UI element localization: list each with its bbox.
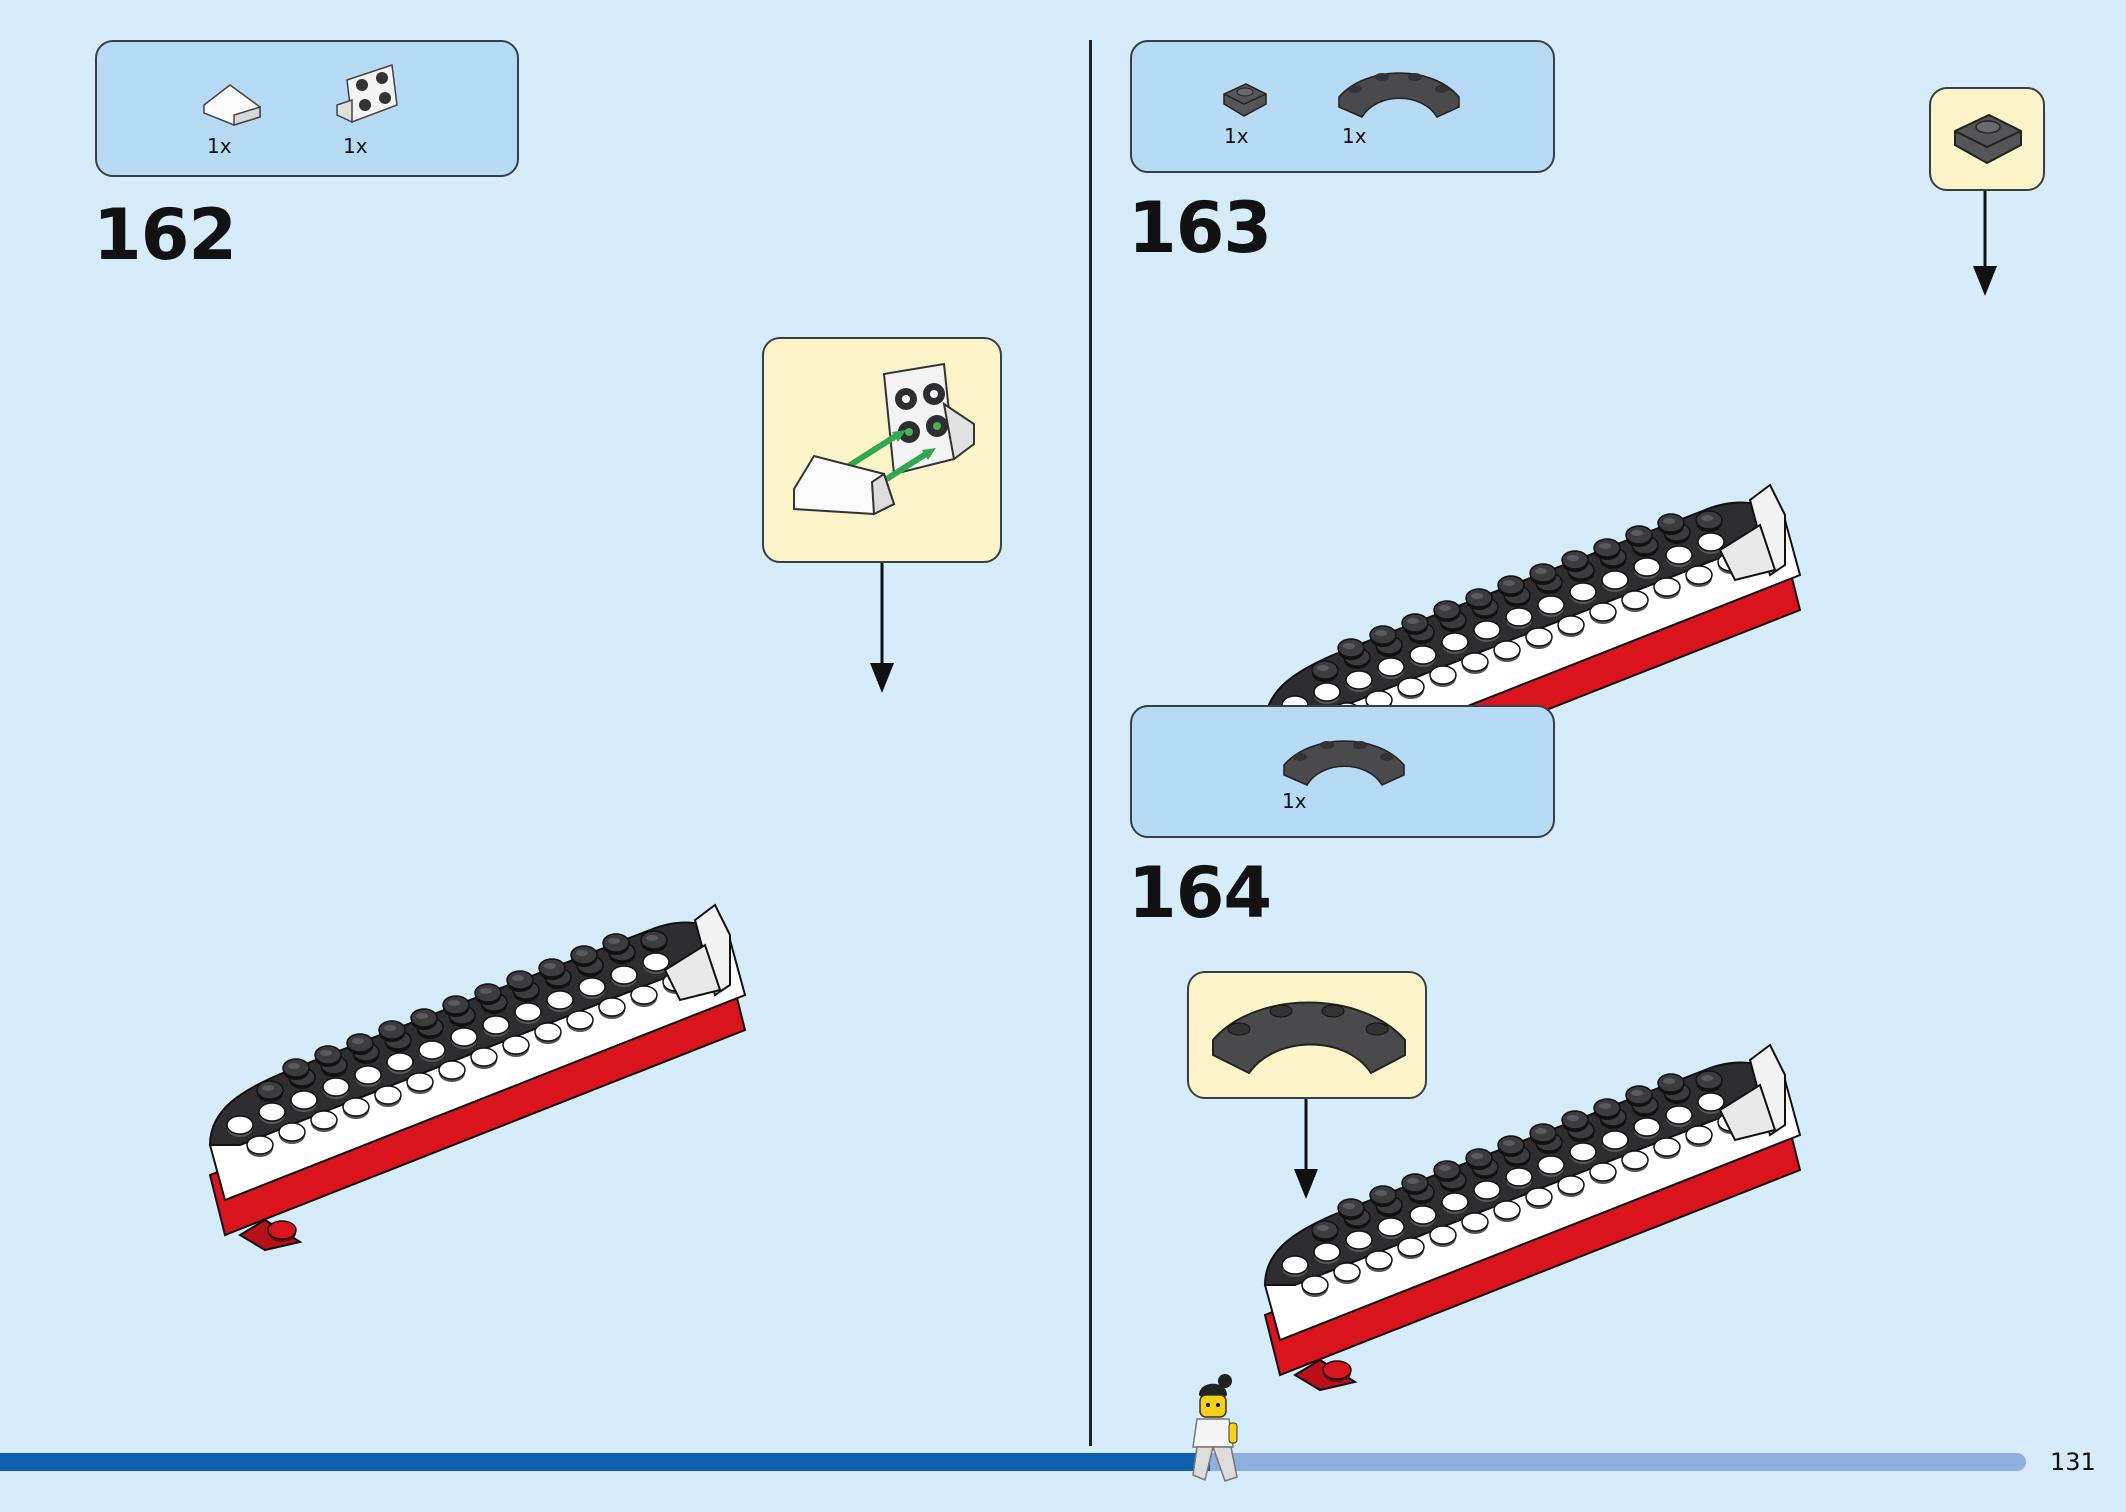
part-qty: 1x — [1224, 124, 1249, 148]
step-number: 162 — [93, 194, 237, 276]
model-step-162 — [210, 710, 950, 1080]
part-qty: 1x — [207, 134, 232, 158]
parts-list-162: 1x 1x — [95, 40, 519, 177]
callout-arrow — [1973, 191, 1997, 296]
callout-arrow — [870, 563, 894, 693]
white-slope-icon — [203, 84, 261, 127]
minifigure-icon — [1192, 1374, 1238, 1482]
dark-grey-curved-plate-icon — [1283, 740, 1405, 786]
page-number: 131 — [2050, 1448, 2096, 1476]
page-divider — [1089, 40, 1092, 1446]
parts-list-164: 1x — [1130, 705, 1555, 838]
step-number: 164 — [1128, 852, 1272, 934]
parts-list-163: 1x 1x — [1130, 40, 1555, 173]
dark-grey-curved-plate-icon — [1212, 1001, 1406, 1075]
dark-grey-curved-plate-icon — [1338, 72, 1460, 118]
callout-arrow — [1294, 1099, 1318, 1199]
model-step-164 — [1265, 980, 2005, 1400]
part-qty: 1x — [343, 134, 368, 158]
step-number: 163 — [1128, 187, 1272, 269]
white-bracket-plate-icon — [336, 63, 398, 124]
dark-grey-plate-1x1-icon — [1954, 113, 2022, 165]
part-qty: 1x — [1342, 124, 1367, 148]
bracket-slope-assembly-icon — [793, 362, 975, 516]
callout-163 — [1929, 87, 2045, 191]
callout-164 — [1187, 971, 1427, 1099]
dark-grey-plate-1x1-icon — [1223, 83, 1267, 117]
progress-fill — [0, 1453, 1210, 1471]
part-qty: 1x — [1282, 789, 1307, 813]
model-step-163 — [1265, 240, 2005, 640]
callout-162 — [762, 337, 1002, 563]
